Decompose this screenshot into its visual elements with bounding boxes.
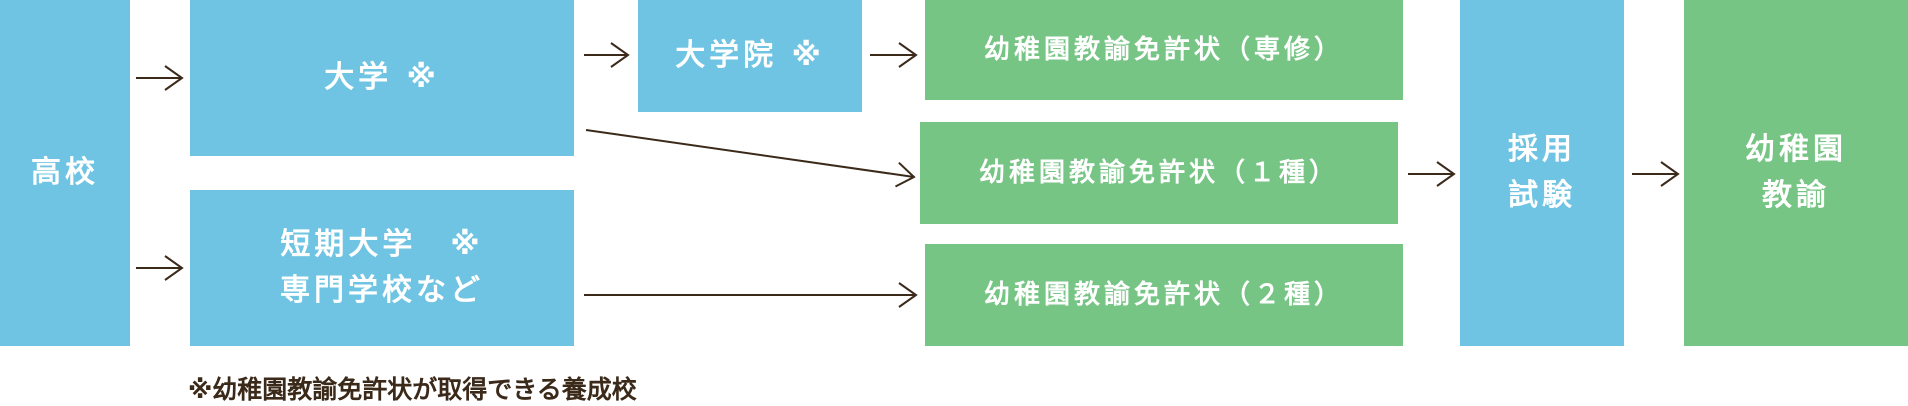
graduate-school-label: 大学院 ※ — [675, 37, 825, 73]
high-school-box: 高校 — [0, 0, 130, 346]
license-second-label: 幼稚園教諭免許状（２種） — [983, 279, 1344, 310]
license-senshu-box: 幼稚園教諭免許状（専修） — [925, 0, 1403, 100]
kindergarten-teacher-box: 幼稚園 教諭 — [1684, 0, 1908, 346]
kindergarten-teacher-label: 幼稚園 教諭 — [1745, 131, 1847, 214]
license-senshu-label: 幼稚園教諭免許状（専修） — [983, 34, 1344, 65]
license-first-label: 幼稚園教諭免許状（１種） — [978, 157, 1339, 188]
license-second-box: 幼稚園教諭免許状（２種） — [925, 244, 1403, 346]
license-first-box: 幼稚園教諭免許状（１種） — [920, 122, 1398, 224]
university-label: 大学 ※ — [324, 59, 440, 95]
high-school-label: 高校 — [31, 154, 99, 190]
arrow-university-to-license-first — [585, 129, 916, 188]
footnote: ※幼稚園教諭免許状が取得できる養成校 — [188, 375, 637, 404]
employment-exam-box: 採用 試験 — [1460, 0, 1624, 346]
junior-college-box: 短期大学 ※ 専門学校など — [190, 190, 574, 346]
junior-college-label: 短期大学 ※ 専門学校など — [280, 226, 484, 309]
employment-exam-label: 採用 試験 — [1508, 131, 1576, 214]
graduate-school-box: 大学院 ※ — [638, 0, 862, 112]
university-box: 大学 ※ — [190, 0, 574, 156]
